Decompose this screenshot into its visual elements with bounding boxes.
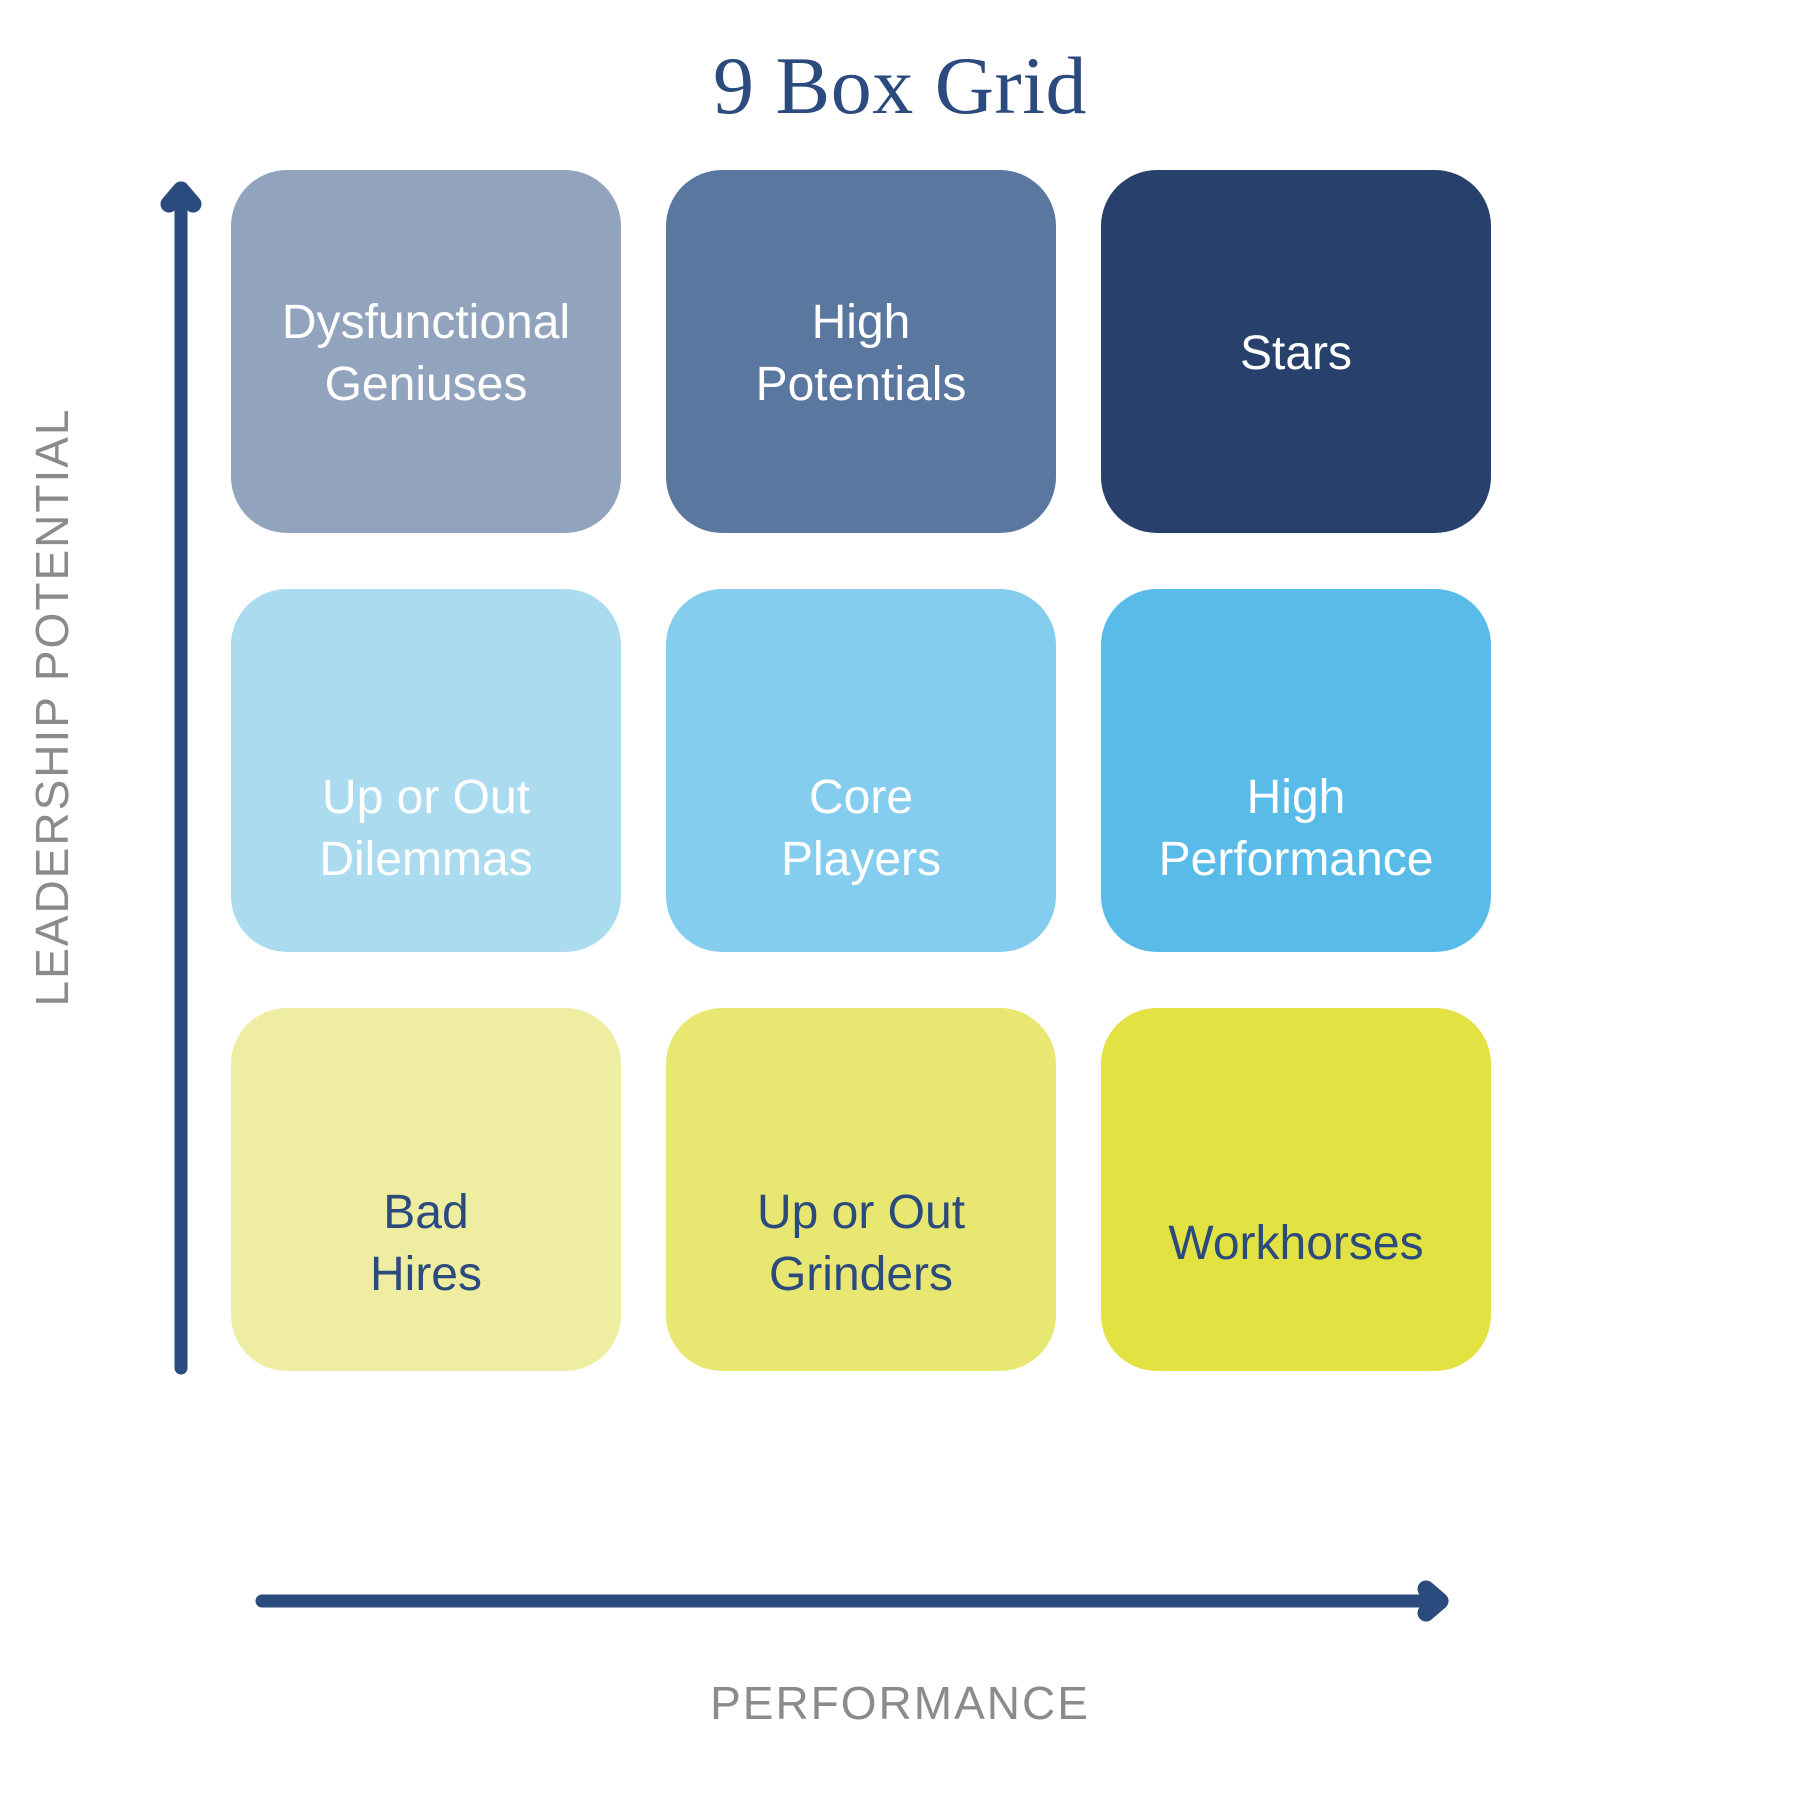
grid-cell-label: Stars <box>1239 326 1353 380</box>
x-axis-arrow <box>255 1580 1462 1622</box>
grid-cell-up-or-out-grinders[interactable]: Up or Out Grinders <box>666 1008 1056 1371</box>
grid-cell-core-players[interactable]: Core Players <box>666 589 1056 952</box>
grid-cell-workhorses[interactable]: Workhorses <box>1101 1008 1491 1371</box>
grid-cell-high-potentials[interactable]: High Potentials <box>666 170 1056 533</box>
grid-cell-label: Bad Hires <box>369 1186 482 1301</box>
y-axis-arrow <box>160 168 202 1375</box>
grid-cell-label: Up or Out Dilemmas <box>319 771 533 886</box>
x-axis-label: PERFORMANCE <box>710 1677 1090 1729</box>
grid-cell-bad-hires[interactable]: Bad Hires <box>231 1008 621 1371</box>
grid-cell-label: High Potentials <box>755 296 967 411</box>
grid-cell-label: Up or Out Grinders <box>756 1186 966 1301</box>
grid-cell-up-or-out-dilemmas[interactable]: Up or Out Dilemmas <box>231 589 621 952</box>
y-axis-label: LEADERSHIP POTENTIAL <box>26 407 78 1007</box>
grid-cell-stars[interactable]: Stars <box>1101 170 1491 533</box>
grid-cell-label: Dysfunctional Geniuses <box>281 296 571 411</box>
grid-cell-high-performance[interactable]: High Performance <box>1101 589 1491 952</box>
nine-box-grid: Dysfunctional Geniuses High Potentials S… <box>231 170 1491 1371</box>
grid-cell-dysfunctional-geniuses[interactable]: Dysfunctional Geniuses <box>231 170 621 533</box>
grid-cell-label: High Performance <box>1158 771 1434 886</box>
grid-cell-label: Core Players <box>780 771 942 886</box>
page-title: 9 Box Grid <box>713 40 1087 131</box>
grid-cell-label: Workhorses <box>1168 1216 1424 1270</box>
